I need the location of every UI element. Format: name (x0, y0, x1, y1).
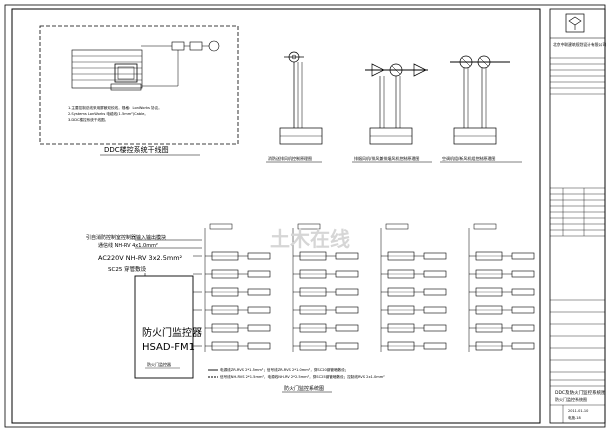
fire-door-module (381, 269, 447, 279)
legend-line-1: 电源线ZR-RVS 2*1.5mm²；信号线ZR-RVS 2*1.0mm²，穿S… (220, 367, 348, 372)
legend-line-2: 信号线NH-RVS 2*1.5mm²，电源线NH-RV 2*2.5mm²，穿SC… (220, 374, 385, 379)
fire-door-module (469, 269, 535, 279)
door-closer-box (335, 252, 359, 260)
inner-frame (11, 8, 541, 424)
column-header-box (385, 223, 409, 230)
company-name: 北京中联建筑规划设计有限公司 (553, 42, 606, 47)
fire-door-header: 引自消防控制室控制器输入输出模块 通信线 NH-RV 4x1.0mm² AC22… (86, 234, 183, 273)
door-closer-box (423, 306, 447, 314)
title-block-rows (550, 57, 605, 423)
company-logo (565, 13, 585, 33)
door-closer-box (247, 288, 271, 296)
column-header-box (297, 223, 321, 230)
controller-model: HSAD-FM1 (142, 342, 195, 353)
fire-door-module (205, 323, 271, 333)
fire-door-diagram-title: 防火门监控系统图 (284, 385, 324, 392)
computer-icon (110, 63, 142, 91)
power-label: AC220V NH-RV 3x2.5mm² (98, 254, 183, 262)
drawing-sub: 防火门监控系统图 (555, 396, 587, 402)
door-closer-box (247, 270, 271, 278)
door-closer-box (511, 306, 535, 314)
bus-label: 通信线 NH-RV 4x1.0mm² (98, 242, 158, 249)
fire-door-module (205, 251, 271, 261)
door-closer-box (247, 342, 271, 350)
door-closer-box (335, 324, 359, 332)
ddc-device-icons (141, 40, 220, 87)
ddc-panel-title: DDC楼控系统干线图 (104, 145, 169, 154)
bus-trunk-lines (135, 239, 202, 276)
fire-door-module (381, 305, 447, 315)
conduit-label: SC25 穿管敷设 (108, 265, 147, 273)
fire-door-legend: 电源线ZR-RVS 2*1.5mm²；信号线ZR-RVS 2*1.0mm²，穿S… (208, 367, 385, 379)
door-closer-box (335, 270, 359, 278)
fire-door-module (469, 287, 535, 297)
ddc-panel-frame (39, 25, 239, 145)
door-closer-box (511, 324, 535, 332)
fire-fan-caption: 消防送排风机控制原理图 (268, 155, 312, 161)
door-closer-box (335, 306, 359, 314)
title-block: 北京中联建筑规划设计有限公司 DDC及防火门监控系统图 防火门监控系统图 201… (549, 8, 606, 424)
ac-unit-detail (450, 55, 510, 145)
cable-heading: 引自消防控制室控制器输入输出模块 (86, 234, 166, 241)
fire-door-module (469, 305, 535, 315)
watermark: 土木在线 (270, 227, 350, 251)
door-closer-box (247, 306, 271, 314)
controller-name: 防火门监控器 (142, 326, 202, 339)
door-closer-box (335, 288, 359, 296)
door-closer-box (511, 288, 535, 296)
controller-box (134, 275, 194, 379)
column-header-box (473, 223, 497, 230)
ddc-note: 3.DDC楼控系统干线图。 (68, 117, 108, 122)
fire-door-module (205, 341, 271, 351)
door-closer-box (247, 324, 271, 332)
drawing-date: 2011-01-10 (568, 409, 588, 413)
fire-door-module (293, 269, 359, 279)
fire-door-module (205, 305, 271, 315)
fire-door-module (293, 287, 359, 297)
door-closer-box (511, 252, 535, 260)
outer-border (4, 4, 606, 428)
fire-door-module (381, 341, 447, 351)
controller-caption: 防火门监控器 (147, 361, 171, 367)
door-closer-box (335, 342, 359, 350)
fire-door-module (469, 251, 535, 261)
door-closer-box (423, 342, 447, 350)
smoke-fan-detail (365, 63, 428, 145)
fire-door-module (293, 323, 359, 333)
fire-door-module (469, 323, 535, 333)
fire-door-module (381, 251, 447, 261)
ddc-mini-panel (71, 49, 143, 89)
door-closer-box (247, 252, 271, 260)
ac-unit-caption: 空调机组/新风机组控制原理图 (442, 155, 495, 161)
door-closer-box (423, 252, 447, 260)
smoke-fan-caption: 排烟风机/排风兼排烟风机控制原理图 (354, 155, 419, 161)
fire-door-module (381, 287, 447, 297)
fire-door-module (293, 305, 359, 315)
column-header-box (209, 223, 233, 230)
door-closer-box (511, 270, 535, 278)
door-closer-box (423, 324, 447, 332)
fire-door-module (293, 341, 359, 351)
fire-door-module (205, 269, 271, 279)
drawing-number: 电施-18 (568, 415, 581, 420)
fire-door-module (381, 323, 447, 333)
ddc-notes: 1.主要控制总线采用屏蔽双绞线，规格：LonWorks 协议。 2.System… (68, 105, 162, 122)
ddc-note: 1.主要控制总线采用屏蔽双绞线，规格：LonWorks 协议。 (68, 105, 162, 110)
ddc-note: 2.Systems LonWorks 电缆线(1.5mm²)Cable。 (68, 111, 148, 116)
fire-door-device-grid (193, 223, 535, 352)
door-closer-box (511, 342, 535, 350)
fire-door-module (205, 287, 271, 297)
fire-fan-detail (279, 51, 323, 145)
door-closer-box (423, 270, 447, 278)
fire-door-module (469, 341, 535, 351)
door-closer-box (423, 288, 447, 296)
fire-door-module (293, 251, 359, 261)
drawing-name: DDC及防火门监控系统图 (555, 389, 606, 396)
